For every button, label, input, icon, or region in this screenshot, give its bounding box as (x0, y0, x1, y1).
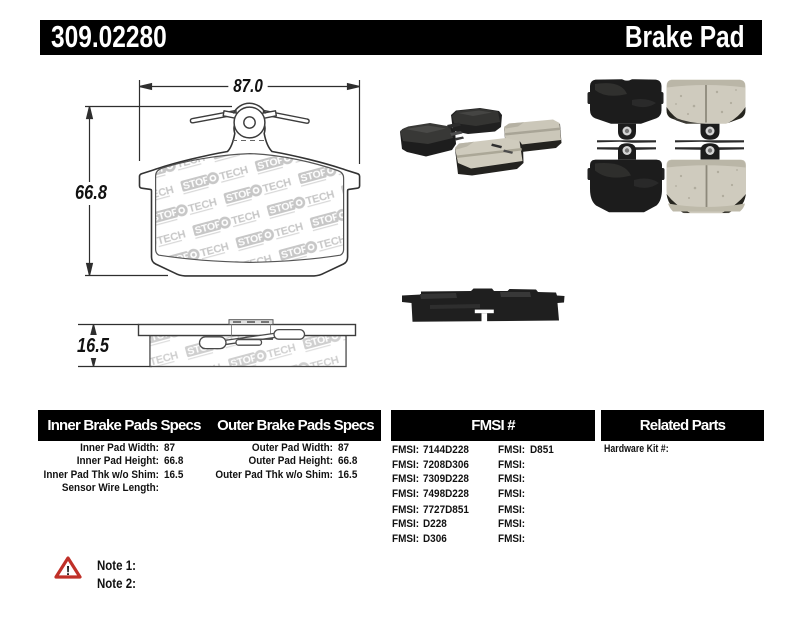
svg-text:!: ! (66, 563, 70, 578)
